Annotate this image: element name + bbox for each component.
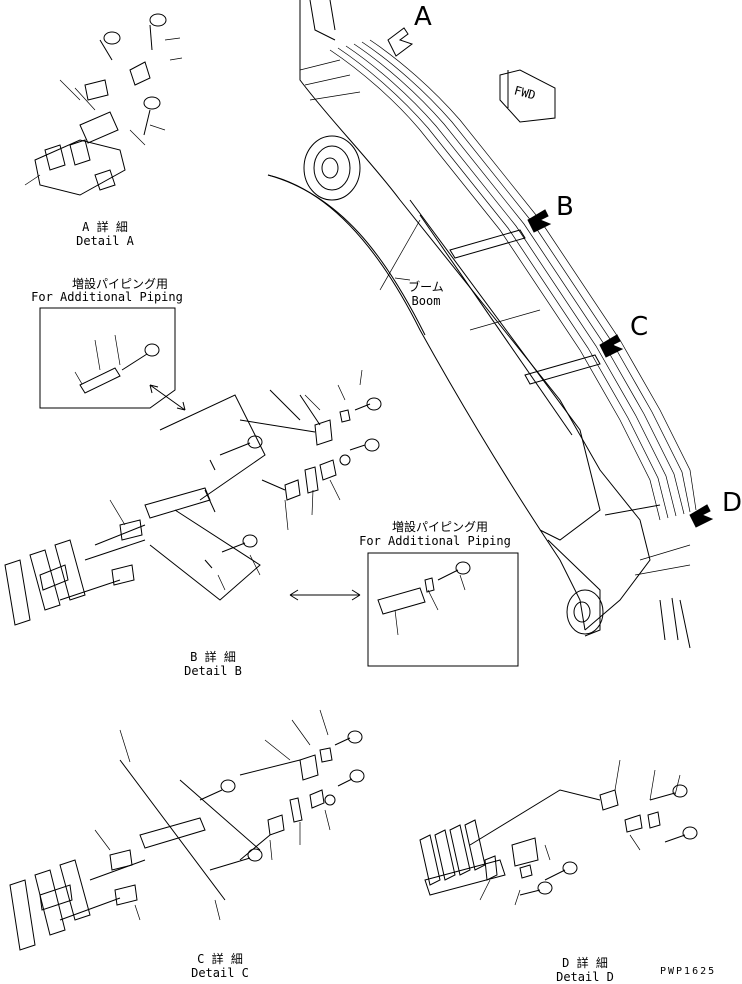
callout-a: A — [414, 2, 432, 32]
additional-piping-box-2 — [367, 552, 519, 667]
detail-d-jp: D 詳 細 — [562, 956, 608, 970]
detail-a-jp: A 詳 細 — [82, 220, 128, 234]
detail-c-en: Detail C — [191, 966, 249, 980]
detail-a-en: Detail A — [76, 234, 134, 248]
detail-d-en: Detail D — [556, 970, 614, 984]
additional-piping-2-jp: 増設パイピング用 — [391, 520, 488, 534]
detail-d-drawing — [419, 759, 698, 906]
detail-b-drawing — [4, 369, 382, 626]
callout-arrows — [387, 27, 714, 528]
detail-b-jp: B 詳 細 — [190, 650, 236, 664]
boom-label-jp: ブーム — [408, 280, 444, 294]
detail-b-en: Detail B — [184, 664, 242, 678]
detail-c-drawing — [9, 709, 365, 951]
callout-b: B — [556, 192, 574, 222]
additional-piping-1-jp: 増設パイピング用 — [71, 277, 168, 291]
callout-c: C — [630, 312, 649, 342]
part-code: PWP1625 — [660, 966, 717, 977]
detail-a-drawing — [24, 13, 183, 196]
additional-piping-box-1 — [39, 307, 186, 411]
boom-assembly — [267, 0, 697, 649]
detail-c-jp: C 詳 細 — [197, 952, 243, 966]
boom-label-en: Boom — [411, 294, 441, 308]
callout-d: D — [722, 488, 742, 518]
additional-piping-2-en: For Additional Piping — [359, 534, 511, 548]
additional-piping-1-en: For Additional Piping — [31, 290, 183, 304]
